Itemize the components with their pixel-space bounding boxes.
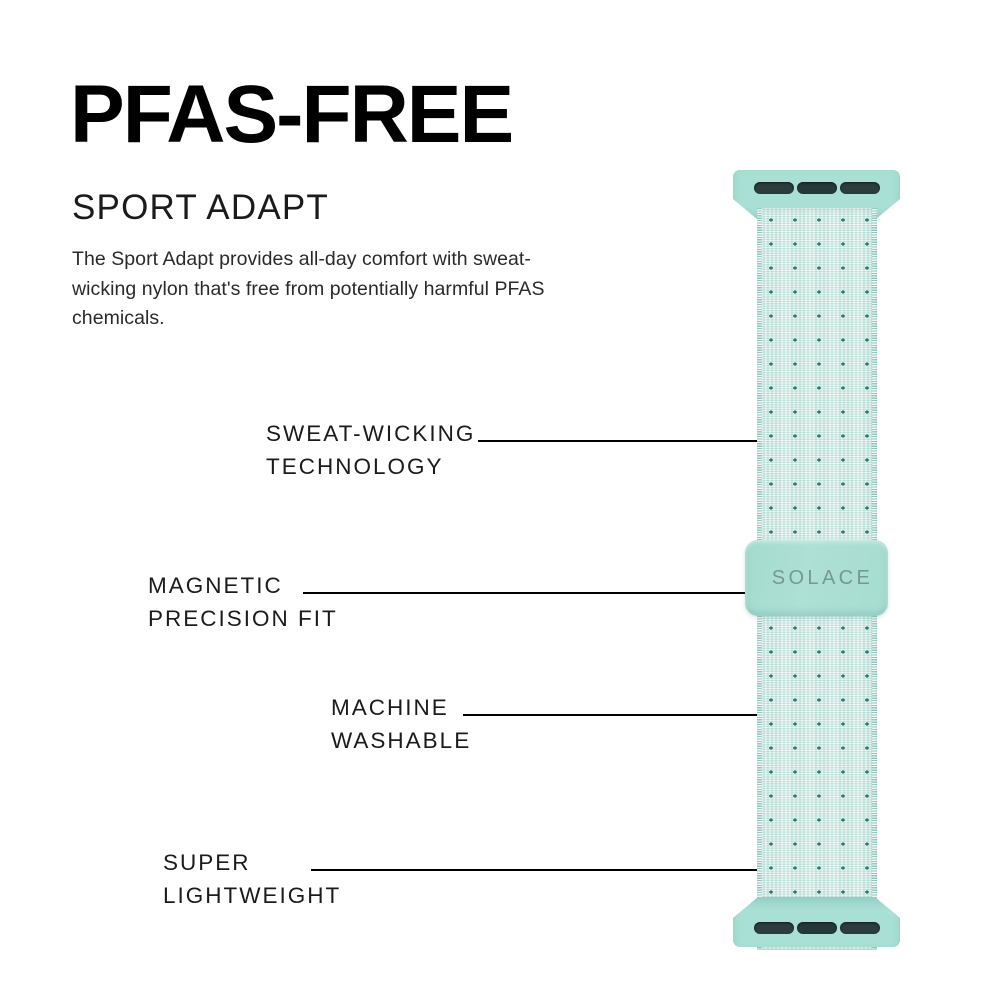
watch-band-product-image: SOLACE [700,160,940,960]
lug-slot [840,922,880,934]
callout-line-2: TECHNOLOGY [266,453,444,479]
callout-machine-washable: MACHINE WASHABLE [331,692,471,758]
leader-line-machine-washable [463,714,775,716]
page-title: PFAS-FREE [70,69,514,160]
callout-super-lightweight: SUPER LIGHTWEIGHT [163,847,341,913]
lug-slot [840,182,880,194]
callout-magnetic-fit: MAGNETIC PRECISION FIT [148,570,338,636]
leader-line-magnetic-fit [303,592,762,594]
callout-line-1: MAGNETIC [148,573,283,598]
callout-line-1: SUPER [163,850,251,875]
callout-line-1: SWEAT-WICKING [266,421,476,446]
callout-line-2: WASHABLE [331,727,472,753]
brand-wordmark: SOLACE [771,566,874,589]
watch-lug-bottom [733,897,900,947]
leader-line-sweat-wicking [478,440,780,442]
lug-slot [797,182,837,194]
lug-slot [754,182,794,194]
lug-slot [797,922,837,934]
callout-line-2: LIGHTWEIGHT [163,882,342,908]
leader-line-super-lightweight [311,869,766,871]
callout-line-1: MACHINE [331,695,449,720]
product-name: SPORT ADAPT [72,188,329,227]
callout-line-2: PRECISION FIT [148,605,338,631]
callout-sweat-wicking: SWEAT-WICKING TECHNOLOGY [266,418,475,484]
product-description: The Sport Adapt provides all-day comfort… [72,248,545,330]
magnetic-clasp: SOLACE [745,540,888,616]
lug-slot [754,922,794,934]
